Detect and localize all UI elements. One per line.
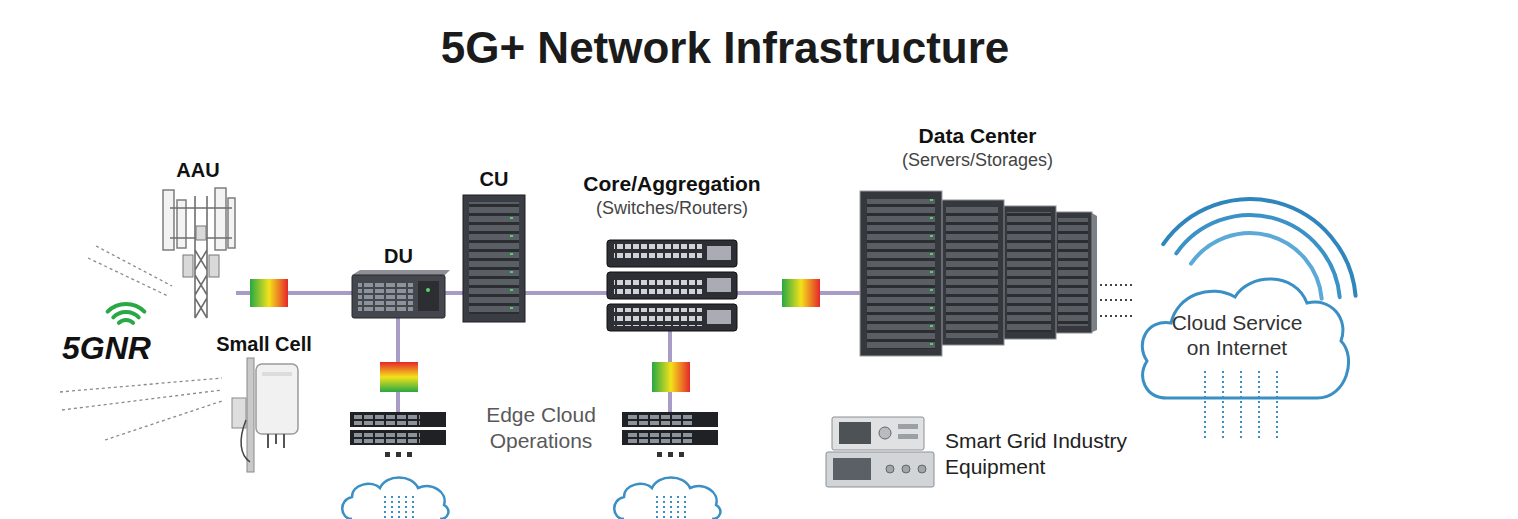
node-heading: Data Center: [902, 123, 1053, 148]
note-text: Smart Grid Industry Equipment: [945, 428, 1150, 481]
data-center-art: [860, 191, 1097, 356]
cloud-outline: [1135, 185, 1355, 410]
node-heading: Core/Aggregation: [583, 171, 760, 196]
cu-server-art: [463, 195, 525, 322]
edge-link-line: [398, 318, 670, 412]
nr-waves: [108, 304, 145, 323]
heading-group: Small Cell: [216, 332, 312, 356]
dotted-link: [1095, 285, 1135, 316]
cloud-service: Cloud Service on Internet: [1135, 185, 1355, 410]
node-heading: Small Cell: [216, 332, 312, 356]
heading-group: Core/Aggregation(Switches/Routers): [583, 171, 760, 220]
du-server-art: [352, 270, 450, 318]
cu-server: CU: [463, 195, 525, 322]
note-text: Edge Cloud Operations: [470, 402, 612, 455]
switch-stack: Core/Aggregation(Switches/Routers): [607, 240, 737, 331]
antenna-tower-art: [163, 188, 235, 318]
heading-group: CU: [480, 167, 509, 191]
edge-cloud-art: [342, 478, 448, 519]
node-subheading: (Servers/Storages): [902, 149, 1053, 172]
node-heading: DU: [384, 244, 413, 268]
logo-text: 5GNR: [62, 330, 172, 367]
antenna-tower: AAU: [160, 186, 236, 318]
fiber-link: [445, 291, 463, 295]
node-heading: CU: [480, 167, 509, 191]
du-server: DU: [352, 272, 445, 318]
edge-cloud-art: [614, 478, 720, 519]
cloud-label: Cloud Service on Internet: [1162, 310, 1312, 360]
fiber-link: [525, 291, 607, 295]
small-cell-art: [232, 358, 298, 472]
diagram-title: 5G+ Network Infrastructure: [405, 22, 1045, 75]
switch-art: [607, 240, 737, 331]
heading-group: DU: [384, 244, 413, 268]
smart-grid-art: [826, 417, 934, 487]
radio-rays: [60, 246, 222, 440]
heading-group: AAU: [176, 158, 219, 182]
node-heading: AAU: [176, 158, 219, 182]
data-center: Data Center(Servers/Storages): [860, 190, 1095, 355]
node-subheading: (Switches/Routers): [583, 197, 760, 220]
small-cell: Small Cell: [228, 360, 300, 472]
heading-group: Data Center(Servers/Storages): [902, 123, 1053, 172]
